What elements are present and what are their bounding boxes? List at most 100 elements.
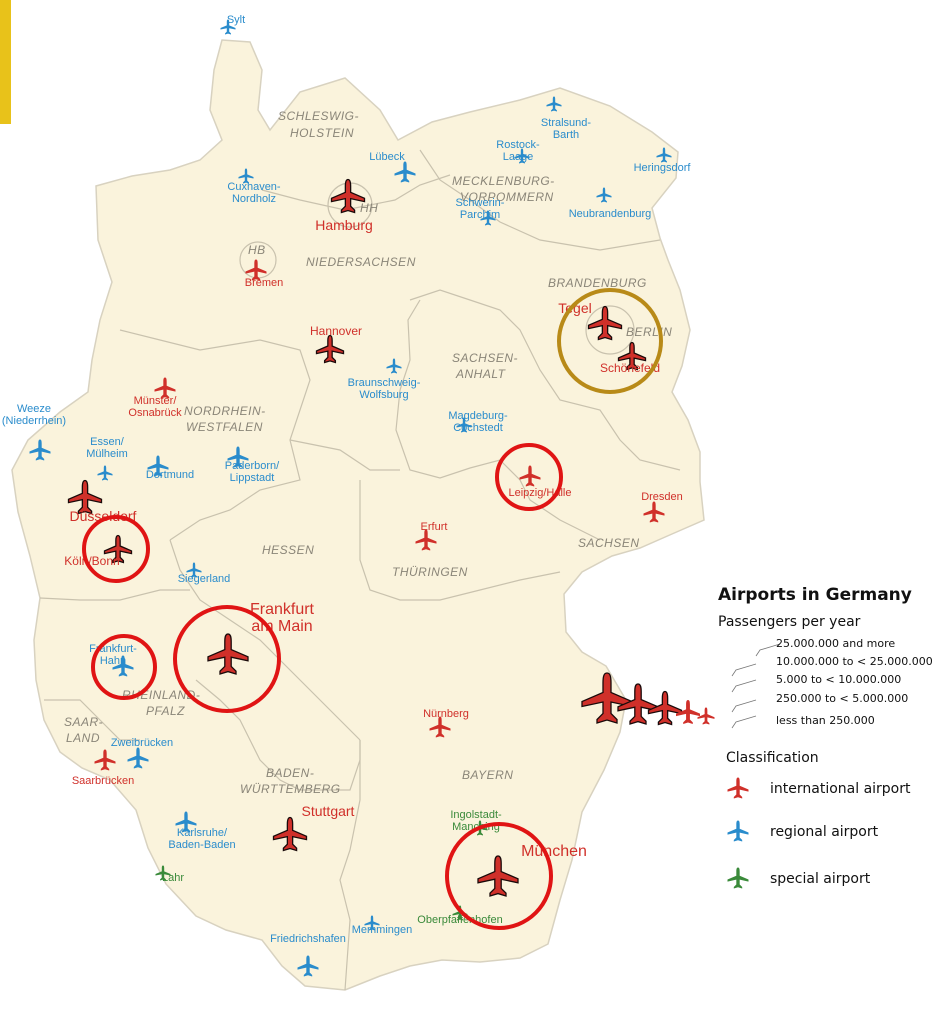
airport-label: Ingolstadt- <box>450 809 502 821</box>
state-label-saar-1: SAAR- <box>64 715 103 729</box>
legend-leader-line <box>731 699 757 713</box>
legend-leader-line <box>755 643 781 657</box>
airports: SyltStralsund-BarthRostock-LaageHeringsd… <box>2 14 691 977</box>
state-label-nrw-1: NORDRHEIN- <box>184 404 266 418</box>
legend-passengers-heading: Passengers per year <box>718 614 861 630</box>
airport-label: Stralsund- <box>541 117 591 129</box>
state-label-bw-1: BADEN- <box>266 766 314 780</box>
legend-class-label: international airport <box>770 781 911 797</box>
airport-hamburg: Hamburg <box>315 178 373 233</box>
airport-label: Neubrandenburg <box>569 208 652 220</box>
airport-label-line2: Parchim <box>460 209 500 221</box>
airport-label: Zweibrücken <box>111 737 173 749</box>
airport-label: Köln/Bonn <box>64 554 119 568</box>
airport-label: Sylt <box>227 14 245 26</box>
airport-label: Saarbrücken <box>72 775 134 787</box>
state-label-vorpommern: VORPOMMERN <box>460 190 554 204</box>
legend-class-label: regional airport <box>770 824 879 840</box>
airport-label-line2: Wolfsburg <box>359 389 408 401</box>
airport-essen: Essen/Mülheim <box>86 436 128 481</box>
airport-label: Schwerin- <box>456 197 505 209</box>
airport-label-line2: Osnabrück <box>128 407 182 419</box>
state-label-hessen: HESSEN <box>262 543 314 557</box>
airport-bremen: Bremen <box>245 259 283 289</box>
legend-leader-line <box>731 715 757 729</box>
airport-label: Friedrichshafen <box>270 933 346 945</box>
airport-schwerin: Schwerin-Parchim <box>456 197 505 226</box>
airport-label: Lahr <box>162 872 184 884</box>
airport-label: Karlsruhe/ <box>177 827 228 839</box>
state-label-thueringen: THÜRINGEN <box>392 565 468 579</box>
airport-label: Memmingen <box>352 924 413 936</box>
airport-label-line2: Barth <box>553 129 579 141</box>
state-label-sachsen-anhalt-1: SACHSEN- <box>452 351 518 365</box>
airport-saarbruecken: Saarbrücken <box>72 749 134 787</box>
koeln-highlight <box>82 515 150 583</box>
airport-siegerland: Siegerland <box>178 562 231 585</box>
airport-duesseldorf: Düsseldorf <box>67 479 137 524</box>
state-label-nrw-2: WESTFALEN <box>186 420 263 434</box>
airport-label: Dortmund <box>146 469 194 481</box>
airport-rostock: Rostock-Laage <box>496 139 540 164</box>
legend-size-3: 5.000 to < 10.000.000 <box>776 673 901 686</box>
airport-label: Siegerland <box>178 573 231 585</box>
airport-label-line2: Baden-Baden <box>168 839 235 851</box>
airport-friedrichshafen: Friedrichshafen <box>270 933 346 977</box>
hahn-highlight <box>91 634 157 700</box>
airport-label: Dresden <box>641 491 683 503</box>
legend-size-1: 25.000.000 and more <box>776 637 895 650</box>
airport-label: Münster/ <box>134 395 178 407</box>
airport-sylt: Sylt <box>220 14 245 35</box>
legend-size-2: 10.000.000 to < 25.000.000 <box>776 655 933 668</box>
airport-label: Düsseldorf <box>70 508 137 524</box>
airport-label-line2: Nordholz <box>232 193 276 205</box>
airport-paderborn: Paderborn/Lippstadt <box>225 446 280 484</box>
airport-label: Frankfurt <box>250 601 315 618</box>
legend-leader-line <box>731 679 757 693</box>
legend-class-label: special airport <box>770 871 871 887</box>
legend-size-plane-icon <box>647 690 683 726</box>
airport-label-line2: Mülheim <box>86 448 128 460</box>
airport-weeze: Weeze(Niederrhein) <box>2 403 66 461</box>
frankfurt-highlight <box>173 605 281 713</box>
airport-label-line2: Lippstadt <box>230 472 275 484</box>
airport-label: Weeze <box>17 403 51 415</box>
airport-label-line2: am Main <box>251 618 312 635</box>
state-label-schleswig: SCHLESWIG- <box>278 109 359 123</box>
muenchen-highlight <box>445 822 553 930</box>
airport-label: Schönefeld <box>600 361 660 375</box>
airport-label: Lübeck <box>369 151 405 163</box>
airport-neubrandenburg: Neubrandenburg <box>569 187 652 220</box>
airport-label: Oberpfaffenhofen <box>417 914 502 926</box>
airport-nuernberg: Nürnberg <box>423 708 469 738</box>
state-label-sachsen: SACHSEN <box>578 536 640 550</box>
state-label-berlin: BERLIN <box>626 325 672 339</box>
airport-label: Rostock- <box>496 139 540 151</box>
legend-size-5: less than 250.000 <box>776 714 875 727</box>
airport-heringsdorf: Heringsdorf <box>634 147 691 174</box>
state-label-sachsen-anhalt-2: ANHALT <box>455 367 507 381</box>
airport-label: Erfurt <box>421 521 448 533</box>
state-label-saar-2: LAND <box>66 731 100 745</box>
state-label-holstein: HOLSTEIN <box>290 126 354 140</box>
airport-label: Leipzig/Halle <box>509 487 572 499</box>
airport-label: Nürnberg <box>423 708 469 720</box>
airport-stralsund: Stralsund-Barth <box>541 96 591 141</box>
airport-karlsruhe: Karlsruhe/Baden-Baden <box>168 811 236 851</box>
state-label-hb: HB <box>248 243 266 257</box>
state-label-mecklenburg: MECKLENBURG- <box>452 174 555 188</box>
airport-label: Hamburg <box>315 217 373 233</box>
legend-class-plane-icon <box>727 867 749 889</box>
tegel-schoenefeld-highlight <box>557 288 663 394</box>
airport-label-line2: Hahn <box>100 655 126 667</box>
airport-koeln: Köln/Bonn <box>64 534 133 568</box>
airport-erfurt: Erfurt <box>415 521 448 551</box>
corner-strip <box>0 0 11 124</box>
airport-label-line2: Cochstedt <box>453 422 503 434</box>
airport-label: München <box>521 843 587 860</box>
airport-label: Magdeburg- <box>448 410 508 422</box>
airport-label-line2: (Niederrhein) <box>2 415 66 427</box>
